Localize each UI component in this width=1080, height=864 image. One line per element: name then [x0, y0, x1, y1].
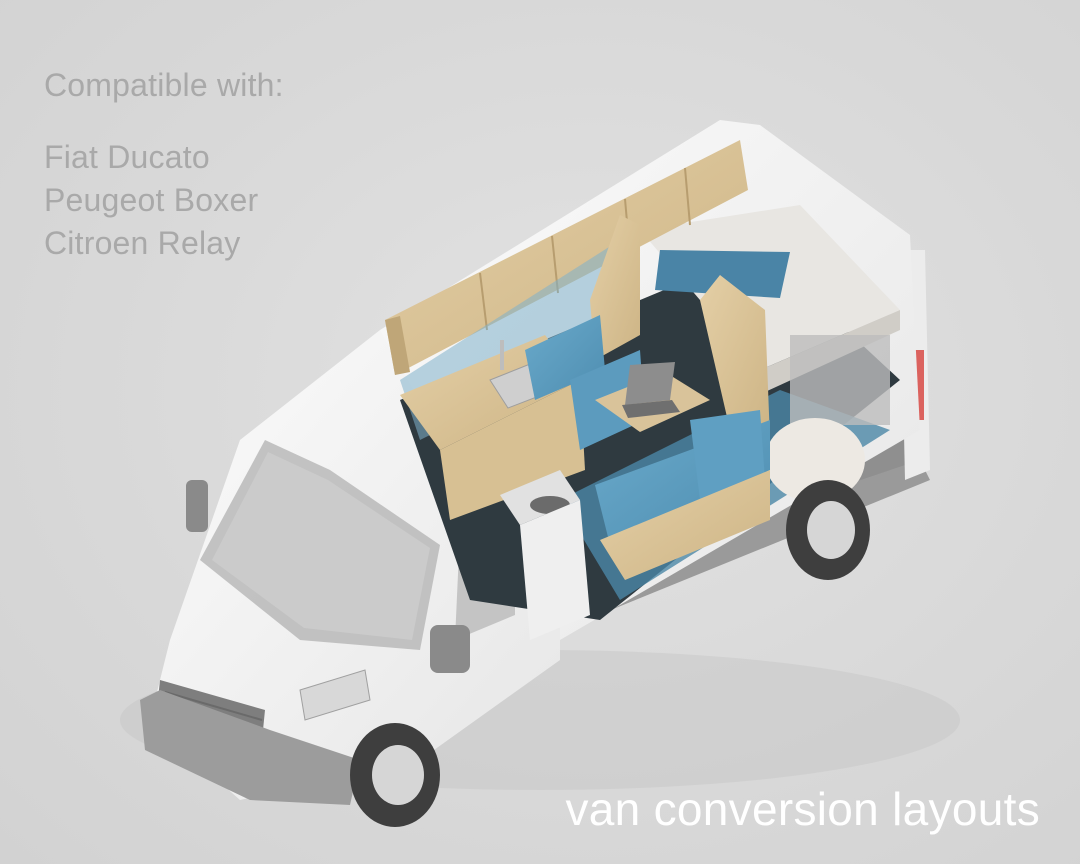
model-fiat-ducato: Fiat Ducato: [44, 139, 210, 175]
compatibility-heading: Compatible with:: [44, 67, 284, 103]
compatibility-list: Compatible with: Fiat Ducato Peugeot Box…: [44, 64, 284, 265]
table: [595, 362, 710, 432]
partition-wall: [590, 215, 640, 360]
bed: [640, 205, 900, 502]
kitchen-counter: [400, 335, 590, 640]
model-peugeot-boxer: Peugeot Boxer: [44, 182, 259, 218]
wheels: [350, 480, 870, 827]
image-caption: van conversion layouts: [565, 783, 1040, 835]
model-citroen-relay: Citroen Relay: [44, 225, 241, 261]
